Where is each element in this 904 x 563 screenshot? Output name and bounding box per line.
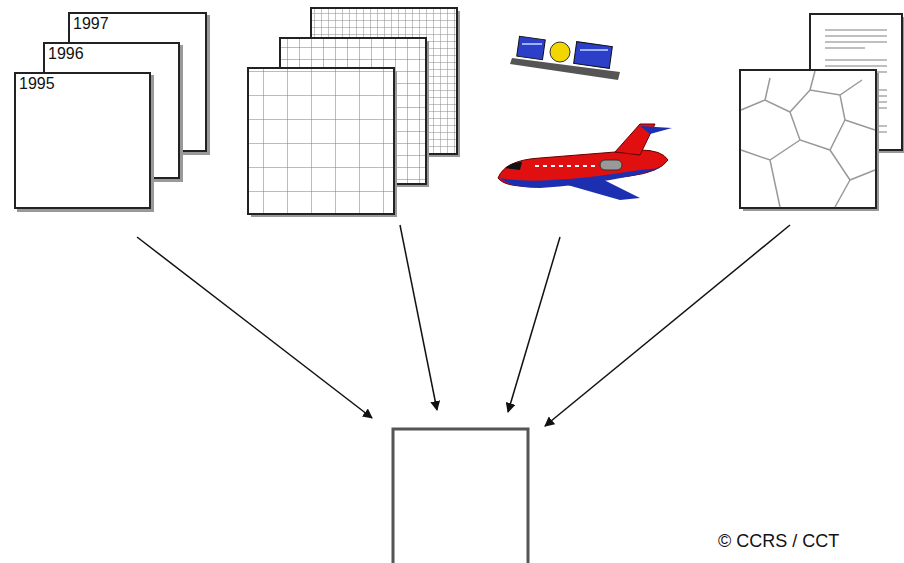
grid-stack bbox=[248, 8, 460, 217]
aircraft bbox=[498, 124, 672, 200]
map-and-document bbox=[740, 14, 904, 211]
satellite bbox=[510, 36, 620, 80]
year-sheet: 1995 bbox=[14, 72, 151, 209]
arrows bbox=[137, 225, 790, 426]
year-label: 1997 bbox=[70, 14, 112, 34]
copyright-note: © CCRS / CCT bbox=[718, 531, 839, 552]
target-box bbox=[393, 429, 528, 563]
year-label: 1995 bbox=[16, 74, 58, 94]
year-label: 1996 bbox=[45, 44, 87, 64]
